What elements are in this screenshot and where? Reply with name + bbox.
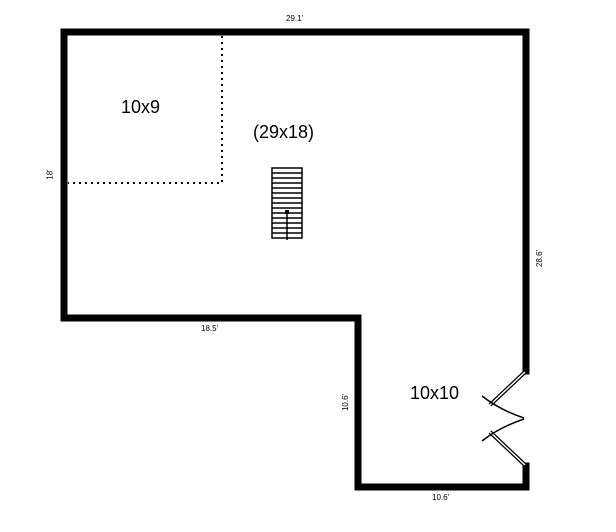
outer-wall xyxy=(60,28,530,491)
dotted-partition xyxy=(68,36,223,184)
walls xyxy=(60,28,530,491)
dimension-lower-bottom: 10.6' xyxy=(432,493,450,502)
room-label-main: (29x18) xyxy=(253,122,315,142)
dimension-middle-bottom: 18.5' xyxy=(201,324,219,333)
double-door-icon xyxy=(481,370,527,467)
room-label-10x9: 10x9 xyxy=(121,97,161,117)
dimension-lower-left: 10.6' xyxy=(341,393,351,412)
dimension-top: 29.1' xyxy=(286,14,304,23)
dimension-left: 18' xyxy=(45,169,55,180)
room-label-10x10: 10x10 xyxy=(410,383,460,403)
dimension-right: 28.6' xyxy=(535,249,545,268)
stairs-icon xyxy=(271,167,303,240)
